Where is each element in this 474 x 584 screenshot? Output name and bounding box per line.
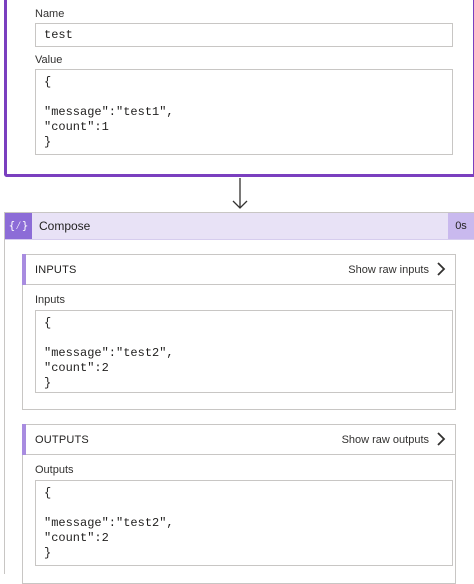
name-label: Name (35, 8, 65, 20)
inputs-title: INPUTS (35, 264, 77, 276)
value-field[interactable]: { "message":"test1", "count":1 } (35, 69, 453, 155)
outputs-accent-bar (22, 424, 26, 455)
duration-badge: 0s (448, 213, 474, 239)
compose-title: Compose (39, 219, 91, 233)
compose-icon: {⁄} (5, 213, 32, 239)
inputs-accent-bar (22, 254, 26, 285)
connector-arrow-icon (232, 178, 248, 209)
outputs-section-header: OUTPUTS Show raw outputs (22, 424, 455, 455)
inputs-value-field[interactable]: { "message":"test2", "count":2 } (35, 310, 453, 393)
outputs-label: Outputs (35, 464, 74, 476)
compose-action-card: {⁄} Compose 0s INPUTS Show raw inputs In… (4, 212, 474, 584)
chevron-right-icon[interactable] (433, 431, 449, 447)
name-field[interactable]: test (35, 23, 453, 47)
outputs-section: OUTPUTS Show raw outputs Outputs { "mess… (22, 424, 456, 584)
show-raw-outputs-link[interactable]: Show raw outputs (341, 434, 429, 446)
outputs-value-field[interactable]: { "message":"test2", "count":2 } (35, 480, 453, 566)
inputs-section: INPUTS Show raw inputs Inputs { "message… (22, 254, 456, 410)
show-raw-inputs-link[interactable]: Show raw inputs (348, 264, 429, 276)
inputs-label: Inputs (35, 294, 65, 306)
inputs-section-header: INPUTS Show raw inputs (22, 254, 455, 285)
value-label: Value (35, 54, 63, 66)
compose-header[interactable]: {⁄} Compose 0s (5, 213, 474, 240)
outputs-title: OUTPUTS (35, 434, 89, 446)
chevron-right-icon[interactable] (433, 261, 449, 277)
previous-action-card: Name test Value { "message":"test1", "co… (4, 0, 474, 177)
